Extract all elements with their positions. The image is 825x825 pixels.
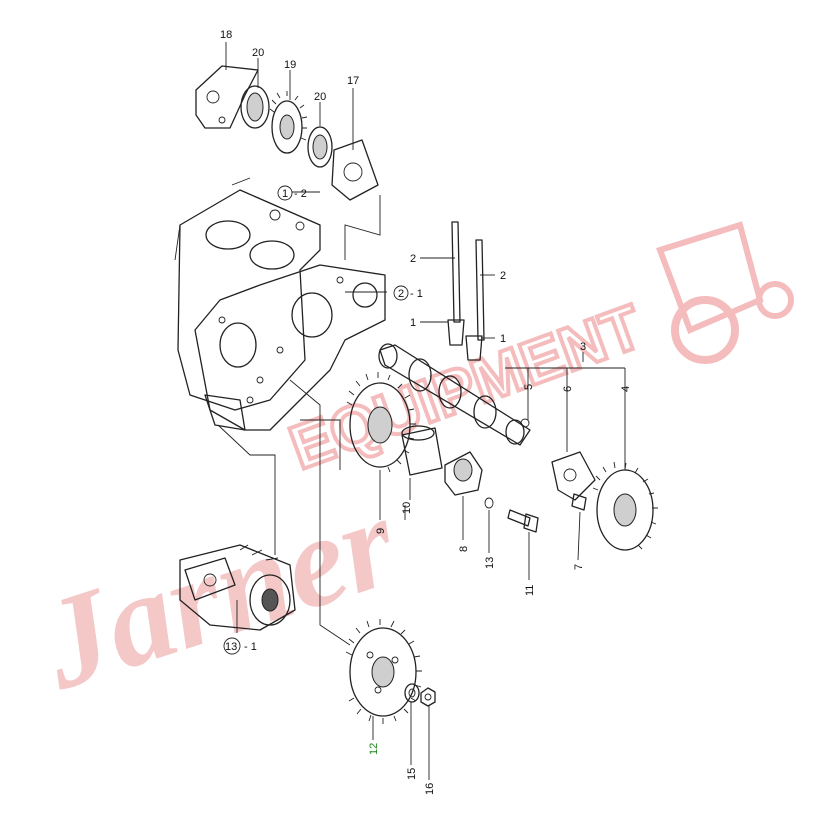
callout-16: 16 [424,783,436,795]
tappets [447,319,483,361]
callout-7: 7 [573,564,585,570]
bolt-7 [571,493,587,511]
callout-1-2-suffix: - 2 [294,188,307,200]
callout-11: 11 [524,585,536,596]
engine-block [174,177,386,431]
callout-12: 12 [368,743,380,755]
callout-15: 15 [406,768,418,780]
callout-9: 9 [375,528,387,534]
callout-18: 18 [220,29,232,41]
nut-16 [420,687,436,707]
callout-20-upper: 20 [252,47,264,59]
callout-13-1-suffix: - 1 [244,641,257,653]
callout-2-1-suffix: - 1 [410,288,423,300]
callout-19: 19 [284,59,296,71]
bushing [401,425,443,476]
watermark-script: Jarner [24,469,414,718]
callout-10: 10 [401,502,413,514]
callout-2-1: 2 - 1 [393,285,423,301]
callout-2-1-number: 2 [398,288,404,300]
callout-labels: 18 20 19 20 17 1 - 2 2 - 1 2 2 1 1 3 5 6… [220,29,632,795]
push-rods [451,221,485,341]
watermark-tractor-logo [656,221,794,364]
callout-1-right: 1 [500,333,506,345]
oil-pump-assembly [179,544,296,631]
callout-13-1-number: 13 [225,641,237,653]
bolt-11 [507,509,539,533]
callout-17: 17 [347,75,359,87]
callout-20-lower: 20 [314,91,326,103]
callout-13: 13 [484,557,496,569]
camshaft [378,343,531,446]
callout-3: 3 [580,341,586,353]
callout-13-1: 13 - 1 [223,637,257,655]
callout-2-right: 2 [500,270,506,282]
watermark: Jarner EQUIPMENT [24,221,794,718]
thrust-plate [551,451,596,501]
idler-gear [592,461,658,551]
cam-gear [346,372,416,473]
top-bracket-assembly [195,65,379,201]
callout-1-2: 1 - 2 [277,185,307,201]
oil-pump-gear [345,619,422,724]
callout-4: 4 [620,386,632,392]
callout-2-left: 2 [410,253,416,265]
callout-8: 8 [458,546,470,552]
washer-15 [404,683,420,703]
leader-lines [217,42,626,780]
callout-1-left: 1 [410,317,416,329]
small-washer [484,497,494,509]
callout-5: 5 [523,384,535,390]
flange-collar [444,451,483,496]
callout-1-2-number: 1 [282,188,288,200]
callout-6: 6 [562,386,574,392]
